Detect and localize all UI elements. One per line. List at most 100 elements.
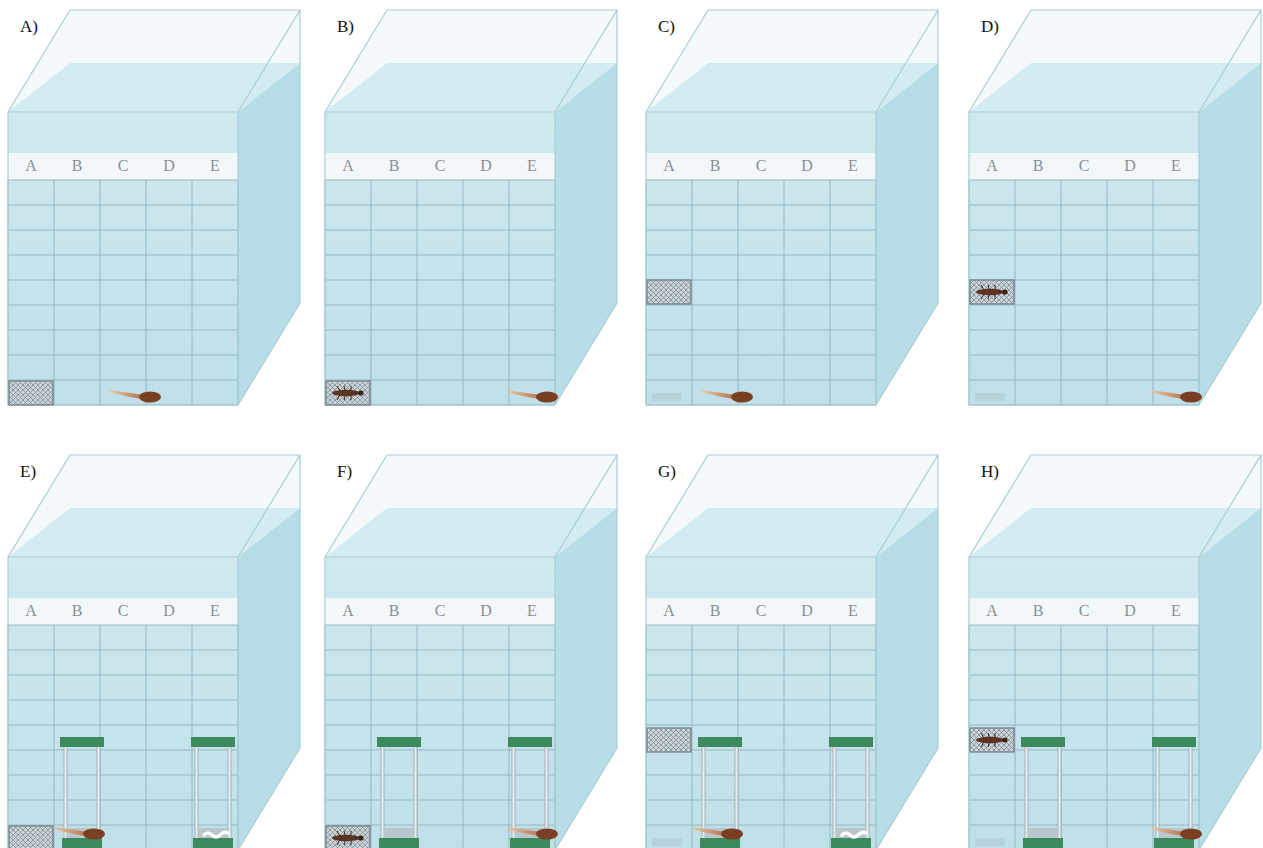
column-label: C — [118, 158, 129, 174]
aquarium-panel — [325, 455, 617, 848]
tank-glass — [325, 10, 617, 405]
water-front — [646, 112, 876, 405]
insect-head — [1002, 289, 1007, 294]
grid-lines — [325, 180, 555, 405]
panel-label: G) — [658, 463, 676, 480]
tadpole-tail — [110, 390, 144, 399]
tank-outline — [8, 10, 300, 405]
cage-lid — [60, 737, 104, 747]
column-header-band — [8, 598, 238, 625]
column-label: E — [210, 603, 220, 619]
insect-head — [1002, 737, 1007, 742]
water-front — [8, 557, 238, 848]
grid-lines — [969, 625, 1199, 848]
panel-label: E) — [20, 463, 36, 480]
column-label: D — [1124, 158, 1136, 174]
mesh-shadow — [975, 838, 1005, 846]
tank-outline — [969, 10, 1261, 405]
tank-outline — [646, 455, 938, 848]
column-label: C — [435, 158, 446, 174]
tadpole-head — [1180, 829, 1202, 840]
column-label: E — [1171, 603, 1181, 619]
panel-label: H) — [981, 463, 999, 480]
column-label: D — [163, 158, 175, 174]
column-label: A — [25, 603, 37, 619]
cage-base — [831, 838, 871, 848]
water-side — [1199, 508, 1261, 848]
tank-glass — [8, 455, 300, 848]
column-label: E — [210, 158, 220, 174]
tank-outline — [8, 455, 300, 848]
cage-inner-plate — [836, 828, 866, 838]
tank-glass — [969, 455, 1261, 848]
cage-base — [379, 838, 419, 848]
aquarium-panel — [969, 10, 1261, 405]
cage-post — [228, 745, 231, 841]
cage-post — [1025, 745, 1028, 841]
cage-post — [866, 745, 869, 841]
tank-glass — [325, 455, 617, 848]
column-label: A — [342, 603, 354, 619]
tadpole-head — [83, 829, 105, 840]
tadpole-head — [1180, 392, 1202, 403]
tank-edges — [325, 455, 617, 848]
cage-inner-plate — [198, 828, 228, 838]
column-label: A — [986, 603, 998, 619]
cage-inner-plate — [1028, 828, 1058, 838]
aquarium-panel — [646, 10, 938, 405]
column-header-band — [325, 598, 555, 625]
cage-base — [62, 838, 102, 848]
column-header-band — [8, 153, 238, 180]
insect-head — [358, 390, 363, 395]
column-label: B — [1033, 158, 1044, 174]
tank-glass — [646, 455, 938, 848]
tank-edges — [969, 10, 1261, 405]
water-front — [8, 112, 238, 405]
tadpole-head — [731, 392, 753, 403]
mesh-box — [326, 826, 370, 848]
column-header-band — [325, 153, 555, 180]
water-front — [325, 112, 555, 405]
water-side — [238, 508, 300, 848]
tadpole-tail — [1151, 390, 1185, 399]
mesh-box — [9, 381, 53, 405]
column-label: A — [986, 158, 998, 174]
cage-post — [1156, 745, 1159, 841]
column-label: D — [801, 158, 813, 174]
insect-body — [976, 737, 1004, 743]
column-label: B — [1033, 603, 1044, 619]
water-front — [969, 557, 1199, 848]
column-label: C — [756, 603, 767, 619]
panel-label: A) — [20, 18, 38, 35]
tank-edges — [646, 10, 938, 405]
worm — [204, 832, 228, 837]
water-front — [969, 112, 1199, 405]
cage-post — [414, 745, 417, 841]
panel-label: F) — [337, 463, 352, 480]
cage-post — [545, 745, 548, 841]
mesh-box — [647, 280, 691, 304]
column-label: E — [848, 603, 858, 619]
tank-outline — [325, 10, 617, 405]
tadpole-tail — [702, 390, 736, 399]
column-label: D — [1124, 603, 1136, 619]
column-label: E — [527, 158, 537, 174]
grid-lines — [8, 625, 238, 848]
column-header-band — [969, 598, 1199, 625]
aquarium-panel — [646, 455, 938, 848]
water-side — [555, 508, 617, 848]
water-side — [876, 508, 938, 848]
tank-edges — [646, 455, 938, 848]
cage-post — [1189, 745, 1192, 841]
column-label: B — [710, 158, 721, 174]
tank-edges — [8, 455, 300, 848]
column-label: E — [1171, 158, 1181, 174]
panel-label: C) — [658, 18, 675, 35]
column-label: B — [710, 603, 721, 619]
column-label: C — [756, 158, 767, 174]
mesh-box — [326, 381, 370, 405]
tank-glass — [646, 10, 938, 405]
column-label: C — [1079, 158, 1090, 174]
